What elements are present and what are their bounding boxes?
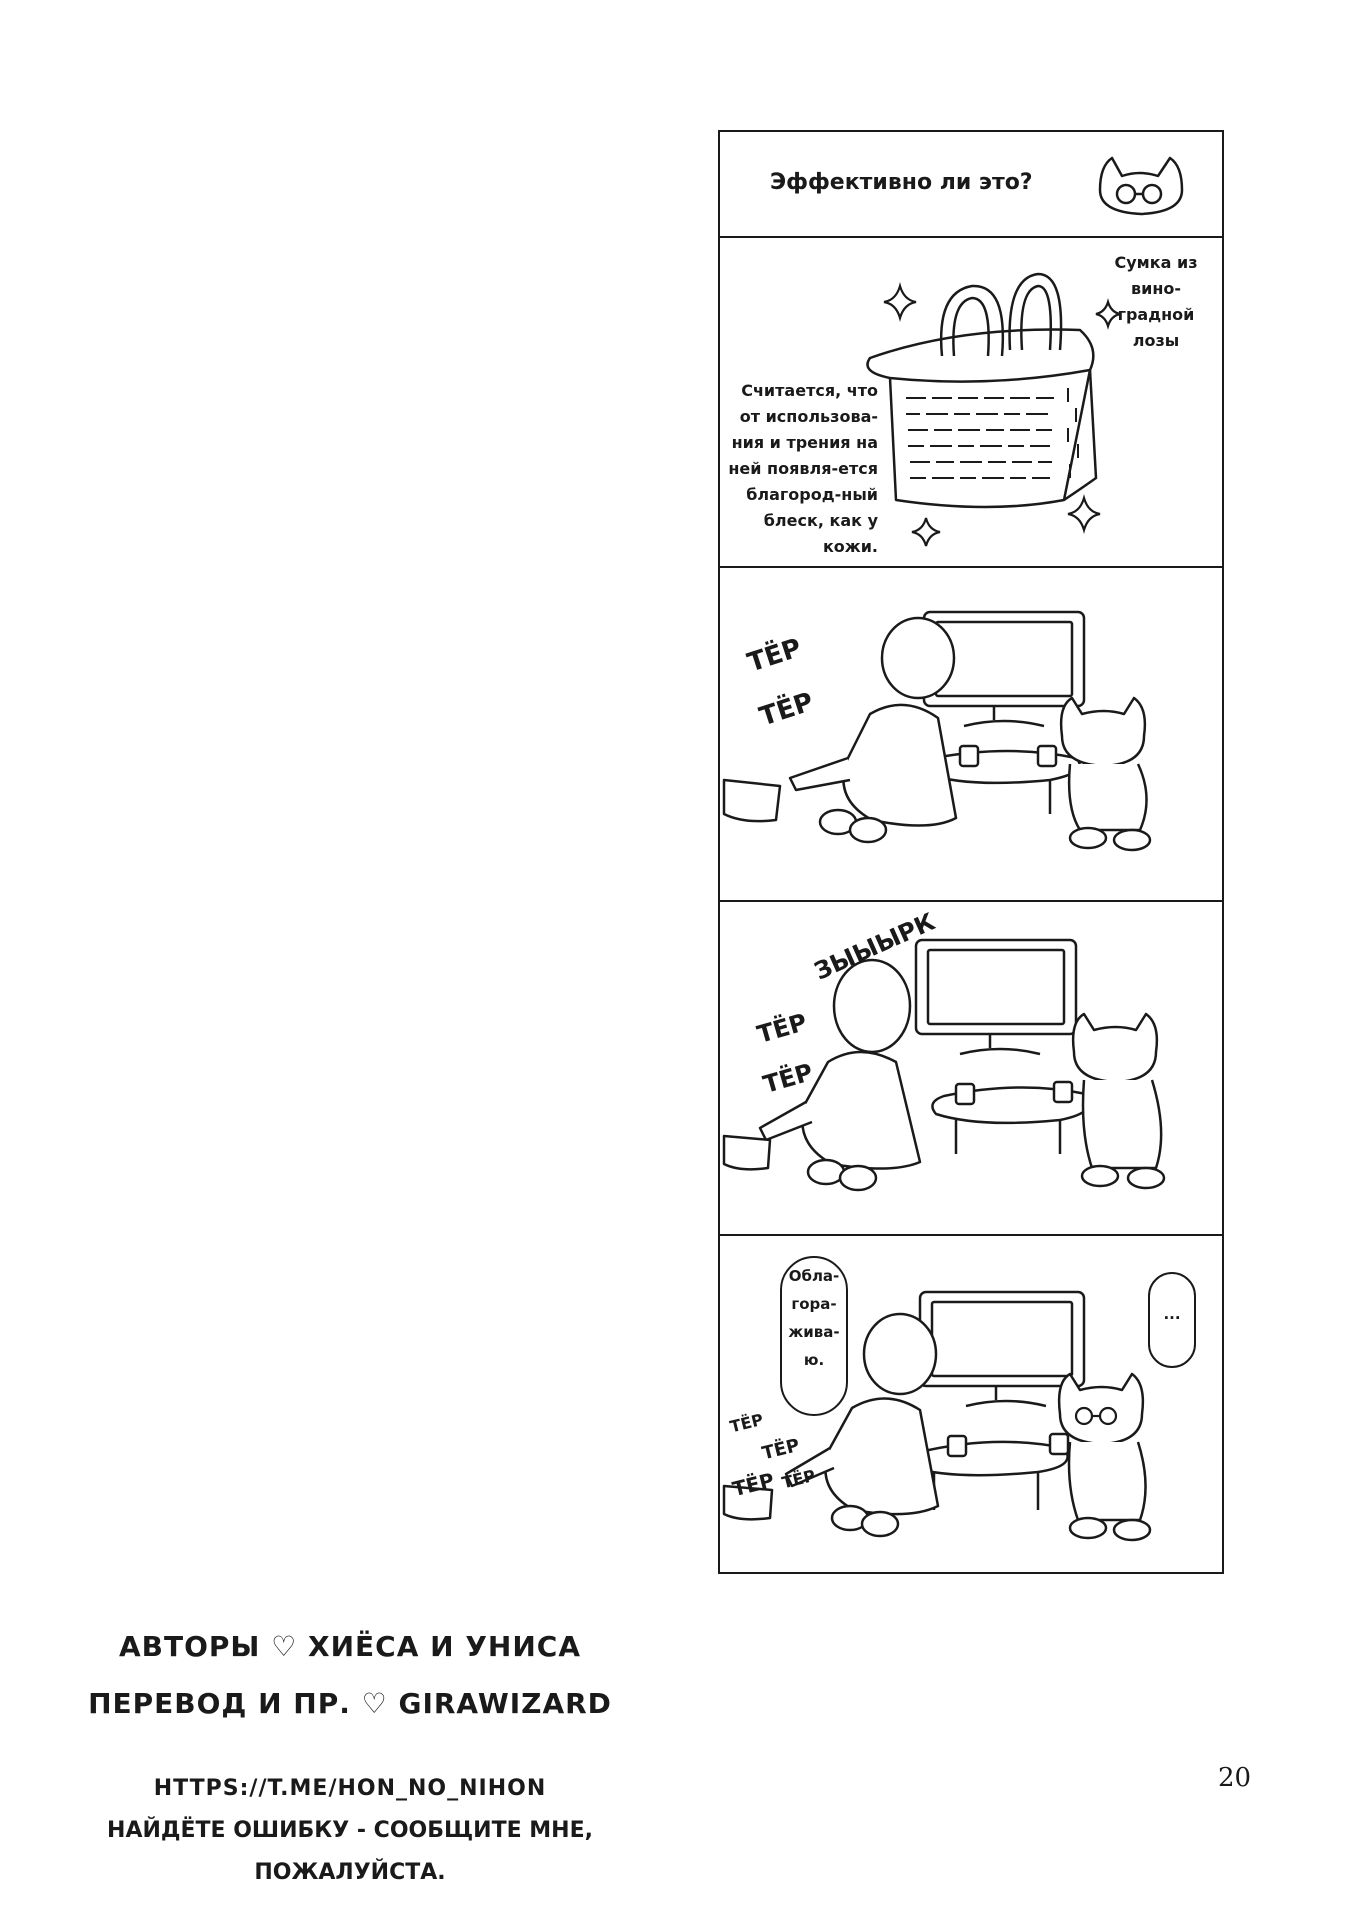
wicker-basket-illustration xyxy=(866,272,1121,547)
rubbing-panel-1: ТЁР ТЁР xyxy=(718,566,1224,902)
basket-panel: Сумка из вино-градной лозы Считается, чт… xyxy=(718,236,1224,568)
rubbing-scene-illustration xyxy=(722,610,1152,852)
rubbing-panel-2: ЗЫЫЫРК ТЁР ТЁР xyxy=(718,900,1224,1236)
error-report-note-line1: НАЙДЁТЕ ОШИБКУ - СООБЩИТЕ МНЕ, xyxy=(107,1818,593,1843)
bag-label: Сумка из вино-градной лозы xyxy=(1114,253,1198,350)
title-panel: Эффективно ли это? xyxy=(718,130,1224,238)
page-number: 20 xyxy=(1218,1763,1252,1793)
error-report-note-line2: ПОЖАЛУЙСТА. xyxy=(254,1860,446,1885)
comic-strip: Эффективно ли это? xyxy=(718,130,1228,1600)
bag-description: Считается, что от использова-ния и трени… xyxy=(728,381,878,556)
telegram-link[interactable]: HTTPS://T.ME/HON_NO_NIHON xyxy=(153,1776,547,1801)
cat-head-icon xyxy=(1098,156,1184,216)
panel-title: Эффективно ли это? xyxy=(770,170,1033,195)
squeak-scene-illustration xyxy=(722,938,1166,1192)
reply-bubble: ... xyxy=(1148,1272,1196,1368)
ennobling-scene-illustration xyxy=(722,1290,1152,1542)
authors-credit: АВТОРЫ ♡ ХИЁСА И УНИСА xyxy=(118,1630,581,1663)
translation-credit: ПЕРЕВОД И ПР. ♡ GIRAWIZARD xyxy=(88,1687,612,1720)
ennobling-panel: Обла-гора-жива-ю. ... ТЁР ТЁР ТЁР ТЁР xyxy=(718,1234,1224,1574)
speech-bubble: Обла-гора-жива-ю. xyxy=(780,1256,848,1416)
